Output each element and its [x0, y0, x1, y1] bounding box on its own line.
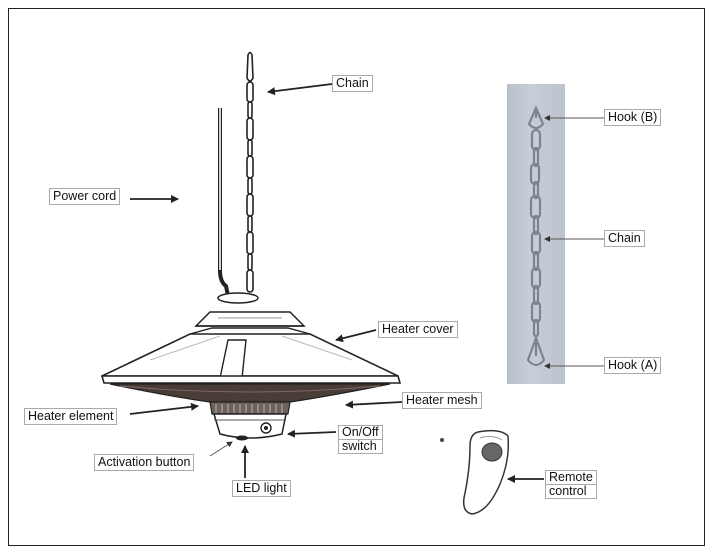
chain-photo [507, 84, 565, 384]
arrow-heater-mesh [345, 400, 403, 409]
label-heater-mesh: Heater mesh [402, 392, 482, 409]
label-led-light: LED light [232, 480, 291, 497]
label-onoff-switch: On/Off switch [338, 425, 383, 454]
chain-main [246, 51, 254, 293]
arrow-onoff [287, 429, 337, 438]
label-remote-control: Remote control [545, 470, 597, 499]
hook-a-shape [526, 334, 546, 367]
led-light-shape [236, 435, 248, 441]
arrow-activation [209, 441, 233, 457]
top-dome-shape [194, 311, 306, 327]
label-hook-b: Hook (B) [604, 109, 662, 126]
remote-control-shape [440, 429, 510, 515]
label-remote-line2: control [545, 485, 597, 499]
power-cord-shape [218, 108, 230, 297]
label-onoff-line1: On/Off [338, 425, 383, 440]
label-activation-button: Activation button [94, 454, 195, 471]
arrow-heater-element [129, 402, 199, 415]
heater-cover-shape [101, 333, 399, 377]
label-remote-line1: Remote [545, 470, 597, 485]
label-onoff-line2: switch [338, 440, 383, 454]
heater-mesh-shape [109, 383, 391, 403]
label-power-cord: Power cord [49, 188, 121, 205]
switch-body-shape [212, 413, 287, 439]
label-heater-cover: Heater cover [378, 321, 458, 338]
label-hook-a: Hook (A) [604, 357, 662, 374]
arrow-chain-top [267, 83, 333, 96]
label-chain-top: Chain [332, 75, 373, 92]
hook-b-shape [527, 105, 545, 130]
chain-photo-drawing [526, 105, 546, 367]
label-heater-element: Heater element [24, 408, 118, 425]
label-chain-right: Chain [604, 230, 645, 247]
arrow-heater-cover [335, 329, 377, 343]
